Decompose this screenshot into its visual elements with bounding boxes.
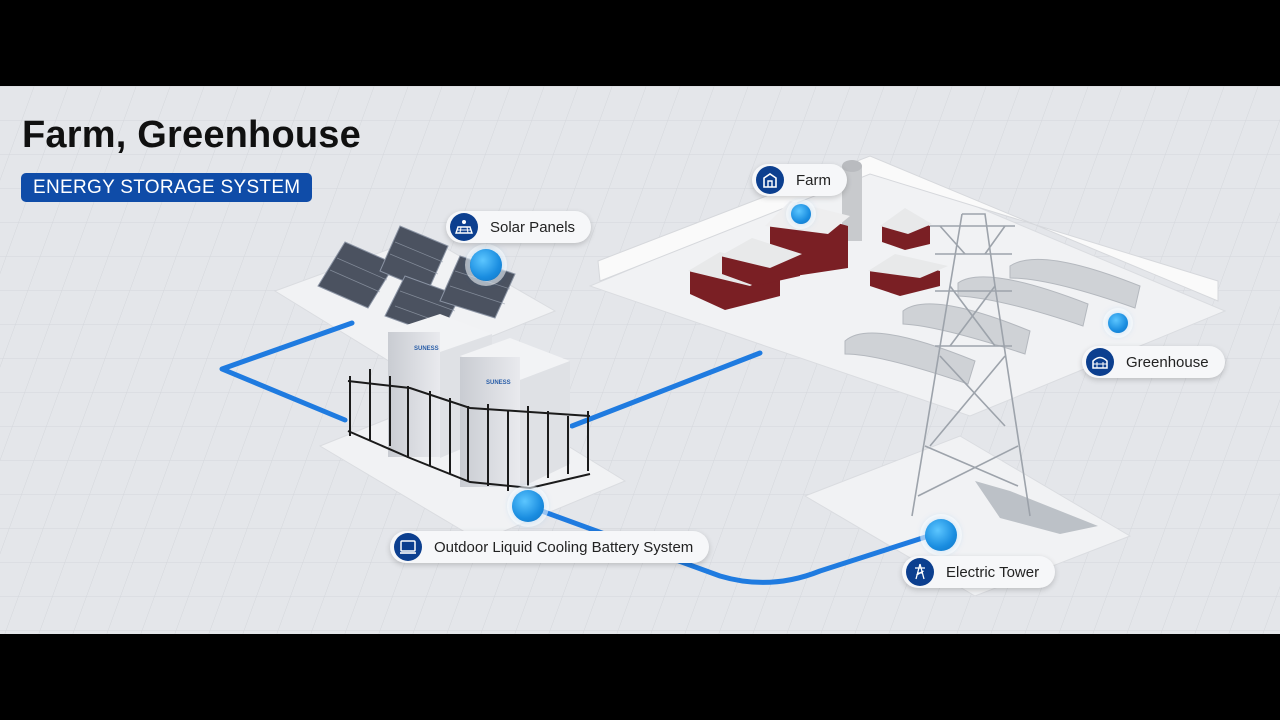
letterbox-top bbox=[0, 0, 1280, 86]
label-text: Outdoor Liquid Cooling Battery System bbox=[434, 538, 694, 556]
cabinet-brand: SUNESS bbox=[486, 380, 511, 386]
label-text: Greenhouse bbox=[1126, 353, 1209, 371]
farm-buildings bbox=[688, 160, 948, 310]
label-solar-panels[interactable]: Solar Panels bbox=[446, 211, 592, 243]
cables bbox=[219, 320, 938, 585]
label-text: Farm bbox=[796, 171, 831, 189]
label-text: Solar Panels bbox=[490, 218, 576, 236]
label-greenhouse[interactable]: Greenhouse bbox=[1082, 346, 1225, 378]
node-dot-greenhouse[interactable] bbox=[1108, 313, 1128, 333]
battery-cabinet-icon bbox=[394, 533, 422, 561]
cable-farm-battery bbox=[569, 350, 763, 429]
node-dot-battery[interactable] bbox=[512, 490, 544, 522]
fence bbox=[347, 369, 591, 491]
label-farm[interactable]: Farm bbox=[752, 164, 847, 196]
letterbox-bottom bbox=[0, 634, 1280, 720]
label-battery-system[interactable]: Outdoor Liquid Cooling Battery System bbox=[390, 531, 710, 563]
node-dot-solar[interactable] bbox=[470, 249, 502, 281]
electric-tower-structure bbox=[911, 213, 1031, 517]
solar-panel-array bbox=[317, 225, 516, 337]
cable-battery-tower bbox=[525, 503, 938, 585]
scene: SUNESS SUNESS bbox=[0, 86, 1280, 634]
greenhouses bbox=[844, 258, 1141, 385]
greenhouse-icon bbox=[1086, 348, 1114, 376]
subtitle-badge: ENERGY STORAGE SYSTEM bbox=[21, 173, 313, 202]
electric-tower-icon bbox=[906, 558, 934, 586]
node-dot-farm[interactable] bbox=[791, 204, 811, 224]
tower-shadow bbox=[975, 481, 1098, 534]
label-text: Electric Tower bbox=[946, 563, 1040, 581]
label-electric-tower[interactable]: Electric Tower bbox=[902, 556, 1056, 588]
page-title: Farm, Greenhouse bbox=[22, 114, 361, 156]
solar-panel-icon bbox=[450, 213, 478, 241]
cable-solar-battery bbox=[219, 320, 355, 423]
cabinet-brand: SUNESS bbox=[414, 346, 439, 352]
battery-cabinets: SUNESS SUNESS bbox=[388, 314, 570, 488]
farm-wall bbox=[597, 155, 1219, 302]
node-dot-tower[interactable] bbox=[925, 519, 957, 551]
farm-icon bbox=[756, 166, 784, 194]
